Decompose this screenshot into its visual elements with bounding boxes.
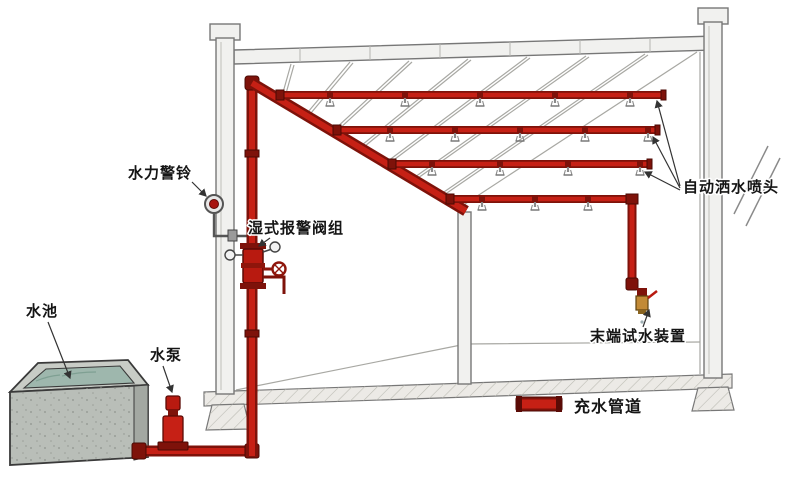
pressure-gauge-icon xyxy=(224,249,236,261)
right-column xyxy=(697,7,729,379)
pointer-sprinkler-3 xyxy=(643,171,681,191)
legend-pipe-icon xyxy=(515,396,563,412)
pressure-gauge-icon xyxy=(269,241,281,253)
label-alarm-bell: 水力警铃 xyxy=(128,164,192,182)
pointer-end-test xyxy=(642,308,651,328)
alarm-bell-icon xyxy=(204,194,252,242)
branch-pipe-2 xyxy=(332,124,661,136)
branch-pipe-3 xyxy=(387,158,653,170)
branch-pipe-1 xyxy=(275,89,667,101)
suction-pipe xyxy=(131,442,260,460)
footing-left xyxy=(205,403,251,431)
pointer-alarm-bell xyxy=(191,181,207,197)
water-tank xyxy=(7,359,150,466)
floor-slab xyxy=(203,373,733,407)
label-sprinklers: 自动洒水喷头 xyxy=(683,178,779,196)
label-end-test: 末端试水装置 xyxy=(590,327,686,345)
label-water-pump: 水泵 xyxy=(150,346,182,364)
left-column xyxy=(209,23,241,395)
pointer-lines xyxy=(47,99,681,394)
wall-break-marks-icon xyxy=(733,145,781,227)
tank-outlet-elbow-icon xyxy=(131,442,147,460)
footing-right xyxy=(691,386,735,412)
top-beam xyxy=(233,35,717,65)
pump-icon xyxy=(157,395,189,451)
pointer-sprinkler-2 xyxy=(652,135,681,189)
end-test-device-icon xyxy=(635,288,658,338)
water-surface xyxy=(22,365,136,389)
label-wet-valve: 湿式报警阀组 xyxy=(248,219,344,237)
pointer-wet-valve xyxy=(258,237,271,247)
branch-pipe-4 xyxy=(445,193,632,205)
main-diagonal-pipe xyxy=(249,78,469,216)
label-water-tank: 水池 xyxy=(26,302,58,320)
wet-alarm-valve-icon xyxy=(224,241,287,294)
pointer-sprinkler-1 xyxy=(654,99,681,187)
pointer-water-tank xyxy=(47,321,72,380)
drop-pipe xyxy=(625,193,639,291)
middle-column xyxy=(457,211,472,385)
pointer-water-pump xyxy=(162,365,174,394)
label-legend-pipe: 充水管道 xyxy=(574,397,642,416)
